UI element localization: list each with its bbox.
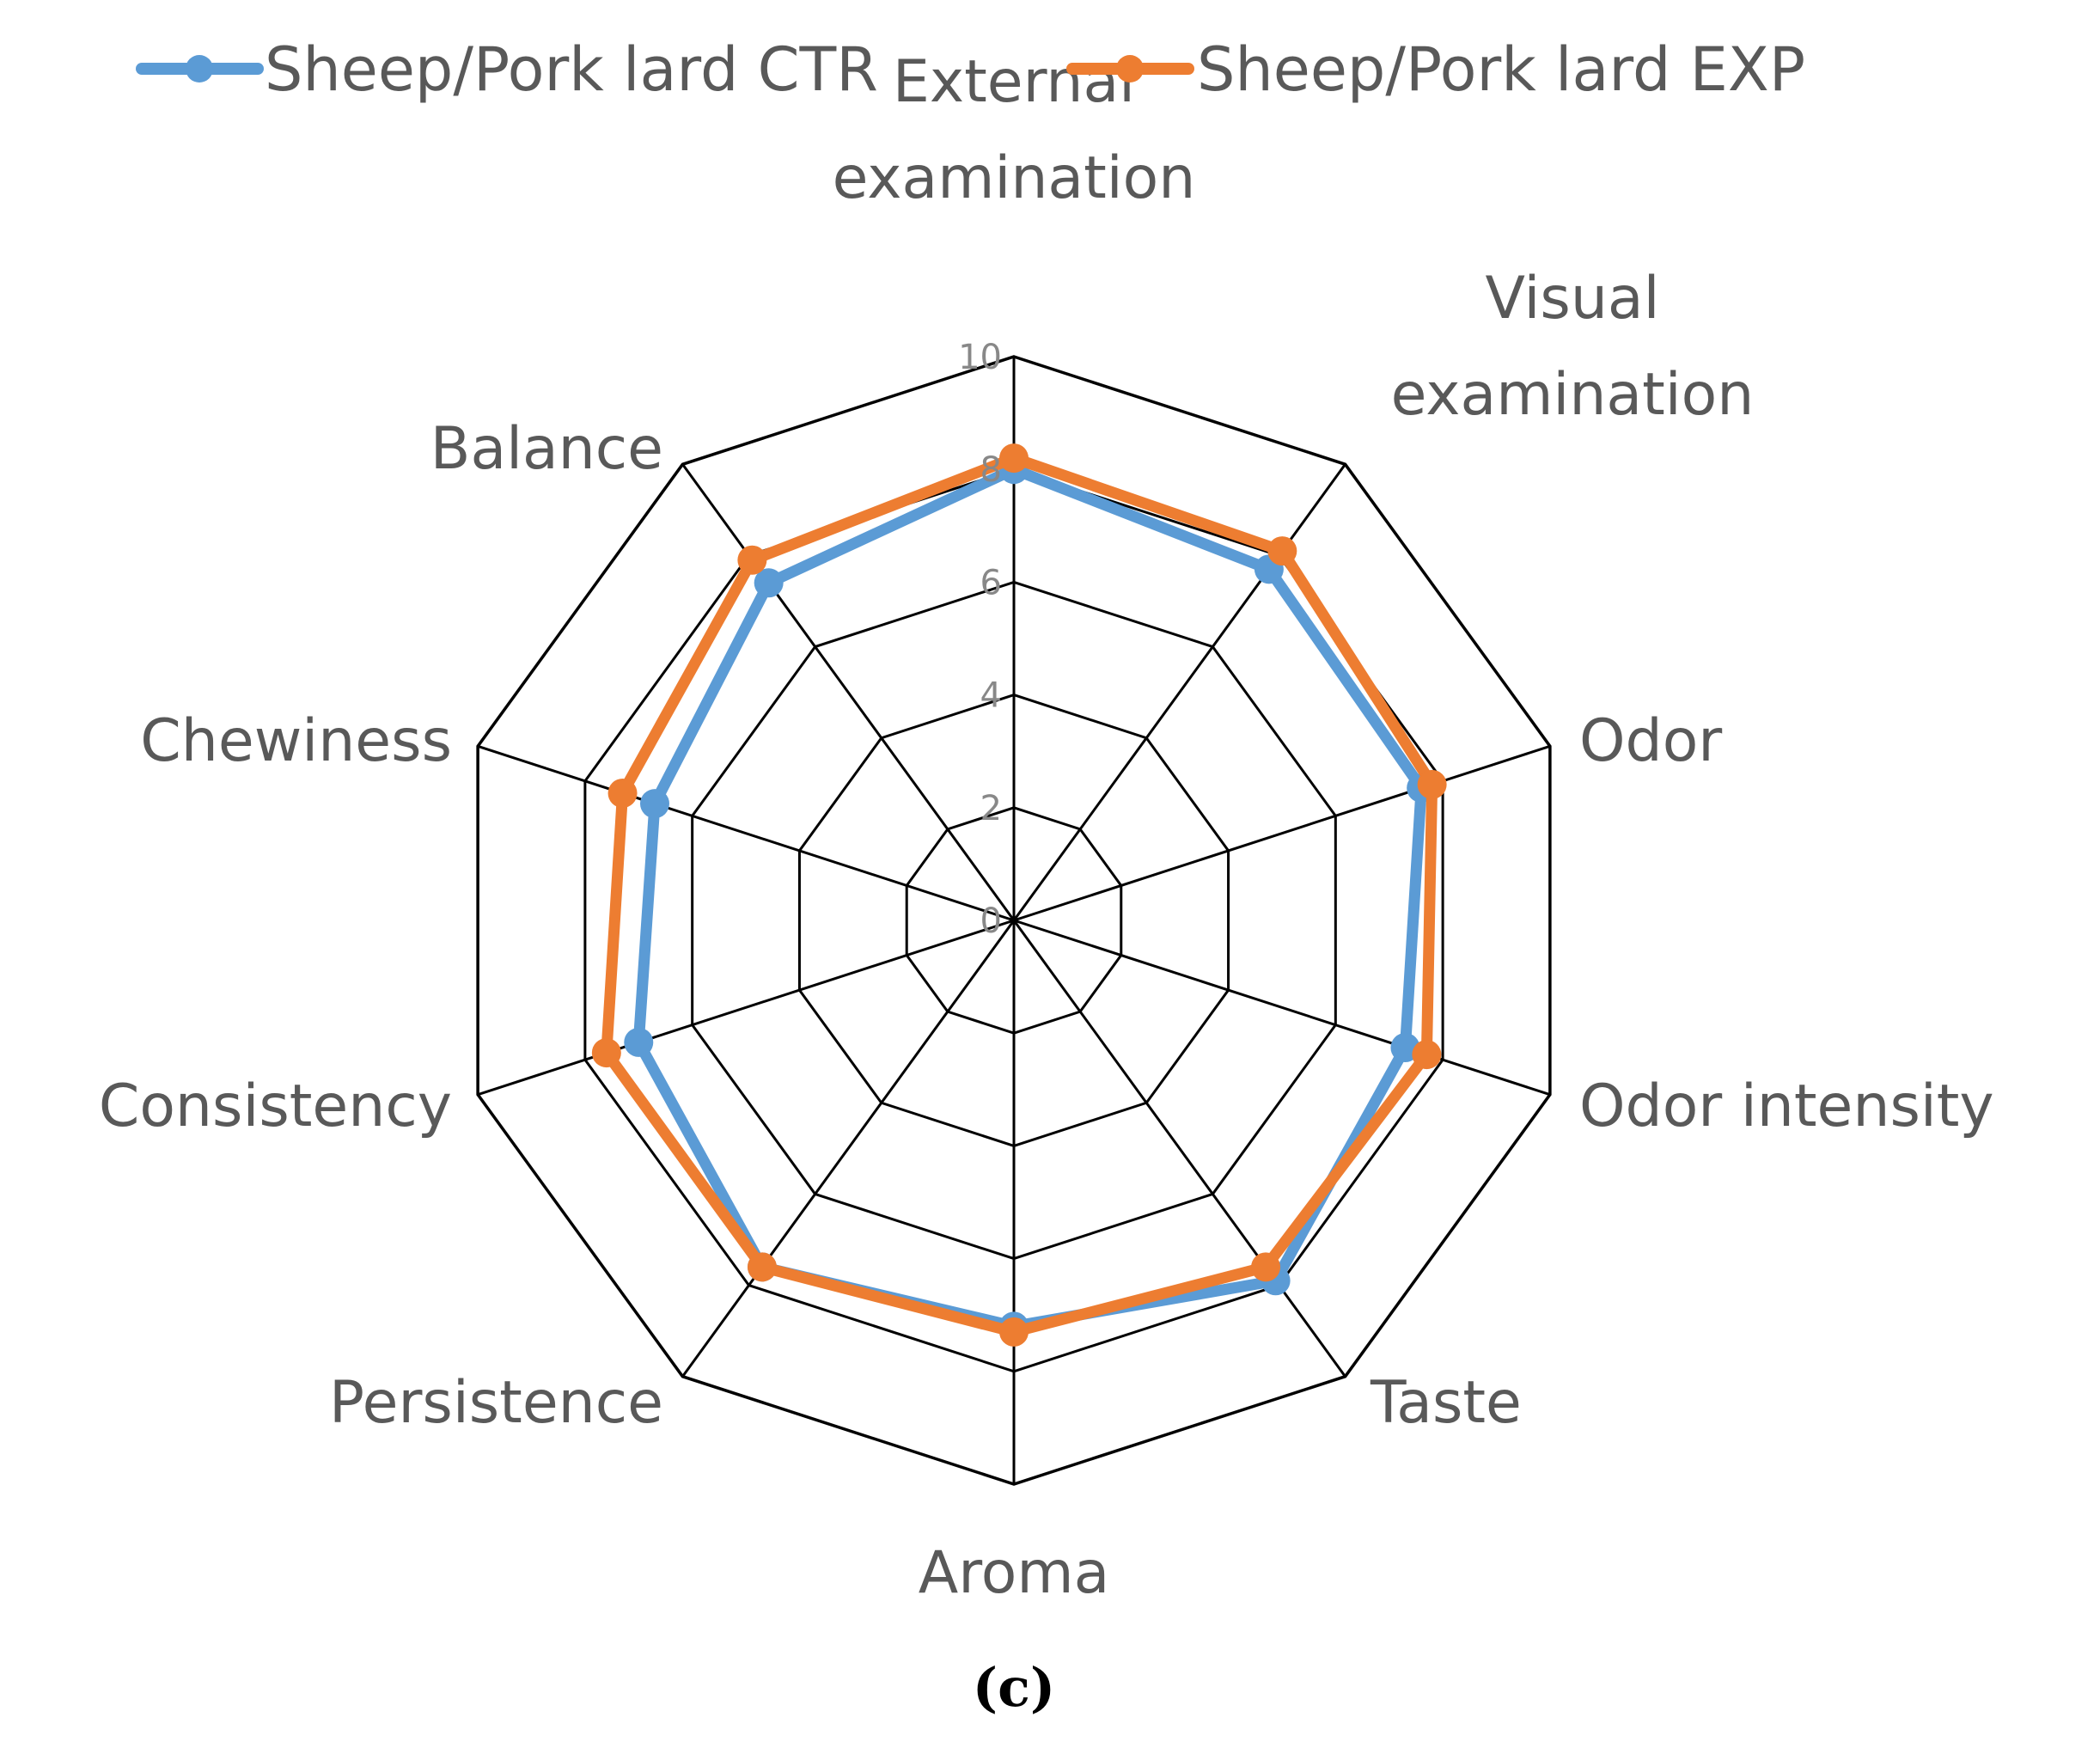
axis-label-1-line-0: Visual bbox=[1485, 265, 1659, 333]
grid-spoke-3 bbox=[1013, 919, 1551, 1097]
axis-label-2-line-0: Odor bbox=[1579, 707, 1722, 775]
axis-label-5-line-0: Aroma bbox=[919, 1539, 1110, 1607]
grid-spoke-6 bbox=[681, 920, 1016, 1378]
tick-label-0: 0 bbox=[980, 901, 1002, 941]
series-0-point-8 bbox=[639, 789, 669, 819]
axis-label-0-line-1: examination bbox=[833, 144, 1196, 212]
series-1-point-0 bbox=[999, 443, 1029, 474]
legend-marker-ctr bbox=[186, 55, 213, 83]
axis-label-7-line-0: Consistency bbox=[99, 1073, 452, 1140]
legend-item-exp: Sheep/Pork lard EXP bbox=[1066, 34, 1805, 105]
axis-label-9-line-0: Balance bbox=[430, 415, 663, 483]
radial-tick-labels: 0 2 4 6 8 10 bbox=[958, 338, 1002, 941]
legend-item-ctr: Sheep/Pork lard CTR bbox=[136, 34, 878, 105]
legend-label-exp: Sheep/Pork lard EXP bbox=[1197, 34, 1805, 105]
axis-labels: ExternalexaminationVisualexaminationOdor… bbox=[99, 48, 1994, 1607]
radar-series bbox=[591, 443, 1447, 1347]
series-1-point-6 bbox=[747, 1252, 777, 1282]
series-0-point-9 bbox=[754, 568, 784, 598]
axis-label-4-line-0: Taste bbox=[1370, 1369, 1522, 1437]
tick-label-2: 2 bbox=[980, 789, 1002, 828]
series-1-point-1 bbox=[1267, 536, 1297, 566]
legend: Sheep/Pork lard CTR Sheep/Pork lard EXP bbox=[136, 34, 1805, 105]
series-1-point-5 bbox=[999, 1317, 1029, 1347]
axis-label-0-line-0: External bbox=[893, 48, 1135, 116]
axis-label-3-line-0: Odor intensity bbox=[1579, 1073, 1994, 1140]
radar-grid bbox=[476, 355, 1552, 1486]
series-1-point-4 bbox=[1251, 1252, 1281, 1282]
tick-label-8: 8 bbox=[980, 450, 1002, 490]
grid-spoke-2 bbox=[1013, 744, 1551, 922]
grid-spoke-8 bbox=[477, 744, 1015, 922]
axis-label-6-line-0: Persistence bbox=[329, 1369, 663, 1437]
figure-caption: (c) bbox=[973, 1656, 1055, 1719]
series-1-point-9 bbox=[737, 545, 767, 575]
tick-label-10: 10 bbox=[958, 338, 1002, 377]
grid-spoke-7 bbox=[477, 919, 1015, 1097]
series-1-point-7 bbox=[591, 1038, 621, 1068]
tick-label-6: 6 bbox=[980, 563, 1002, 602]
axis-label-8-line-0: Chewiness bbox=[140, 707, 452, 775]
series-0-point-7 bbox=[624, 1027, 654, 1057]
series-1-point-3 bbox=[1412, 1040, 1442, 1070]
axis-label-1-line-1: examination bbox=[1391, 361, 1755, 429]
series-1-point-2 bbox=[1417, 769, 1447, 799]
tick-label-4: 4 bbox=[980, 676, 1002, 716]
legend-label-ctr: Sheep/Pork lard CTR bbox=[265, 34, 878, 105]
series-1-point-8 bbox=[607, 779, 638, 809]
grid-spoke-4 bbox=[1012, 920, 1346, 1378]
grid-spoke-9 bbox=[681, 463, 1016, 921]
legend-marker-exp bbox=[1116, 55, 1144, 83]
